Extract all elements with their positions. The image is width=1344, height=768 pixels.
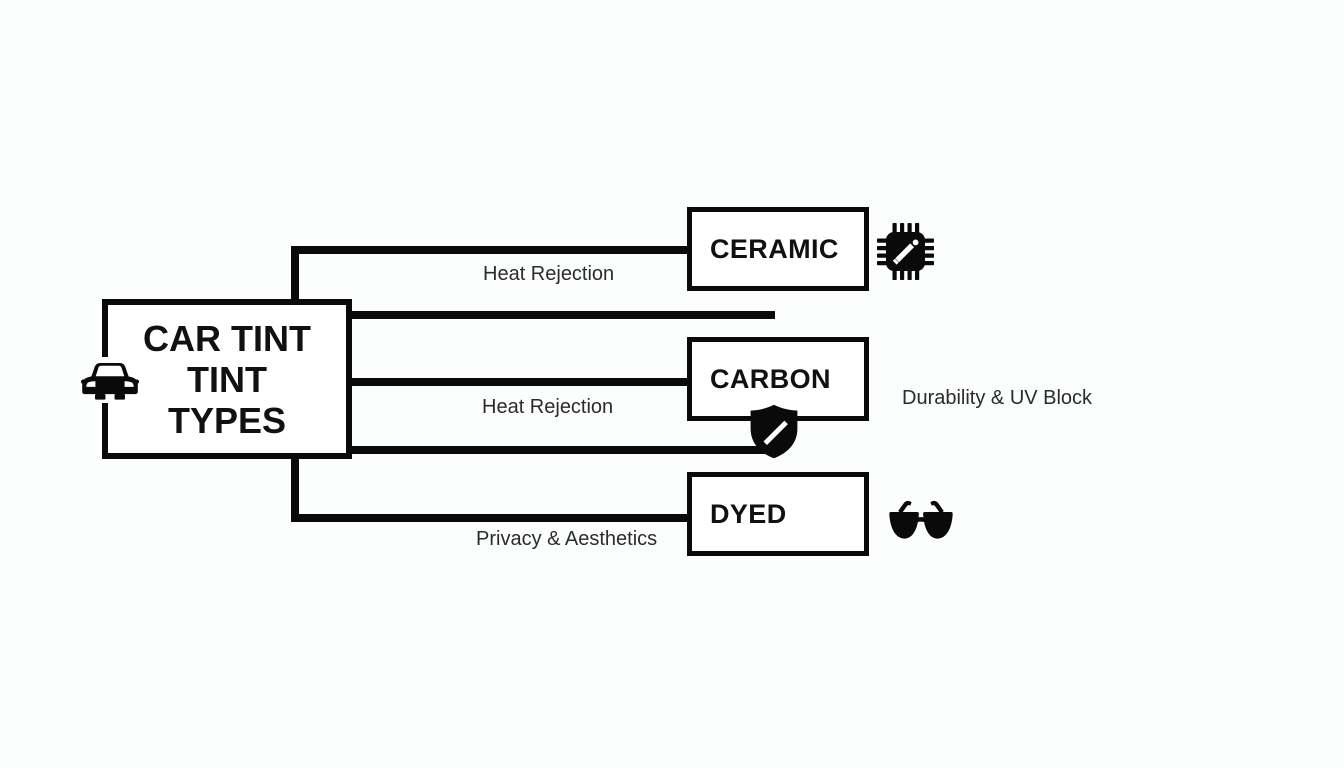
microchip-icon	[877, 223, 934, 280]
sunglasses-icon	[888, 498, 954, 546]
side-note-label: Durability & UV Block	[902, 387, 1093, 409]
root-node-car-tint-types[interactable]: CAR TINT TINT TYPES	[102, 299, 352, 459]
edge-label-dyed: Privacy & Aesthetics	[471, 528, 663, 551]
root-node-label-line1: CAR TINT	[143, 317, 311, 359]
car-icon	[81, 362, 139, 400]
node-ceramic[interactable]: CERAMIC	[687, 207, 869, 291]
node-carbon-label: CARBON	[710, 363, 831, 394]
shield-icon	[749, 404, 799, 459]
edge-label-carbon: Heat Rejection	[477, 396, 619, 419]
root-node-label-line3: TYPES	[167, 399, 287, 441]
node-ceramic-label: CERAMIC	[710, 233, 839, 264]
node-dyed[interactable]: DYED	[687, 472, 869, 556]
node-dyed-label: DYED	[710, 498, 787, 529]
edge-label-ceramic: Heat Rejection	[478, 263, 620, 286]
root-node-label-line2: TINT	[187, 358, 267, 400]
